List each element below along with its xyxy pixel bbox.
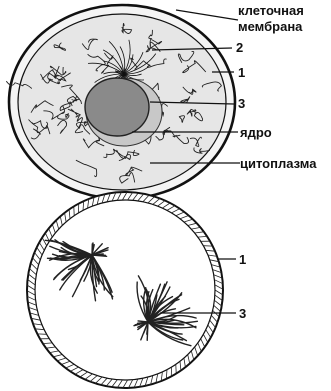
label-3-bottom: 3 [239, 306, 246, 321]
label-2: 2 [236, 40, 243, 55]
interphase-cell [6, 5, 235, 199]
nucleus [85, 78, 149, 136]
label-1-top: 1 [238, 65, 245, 80]
label-membrane-line2: мембрана [238, 19, 303, 34]
label-membrane-line1: клеточная [238, 3, 304, 18]
label-3-top: 3 [238, 96, 245, 111]
label-nucleus: ядро [240, 125, 272, 140]
label-1-bottom: 1 [239, 252, 246, 267]
label-cytoplasm: цитоплазма [240, 156, 317, 171]
dividing-cell [27, 192, 223, 388]
spindle-fiber [92, 243, 93, 255]
leader-membrane [176, 10, 238, 20]
